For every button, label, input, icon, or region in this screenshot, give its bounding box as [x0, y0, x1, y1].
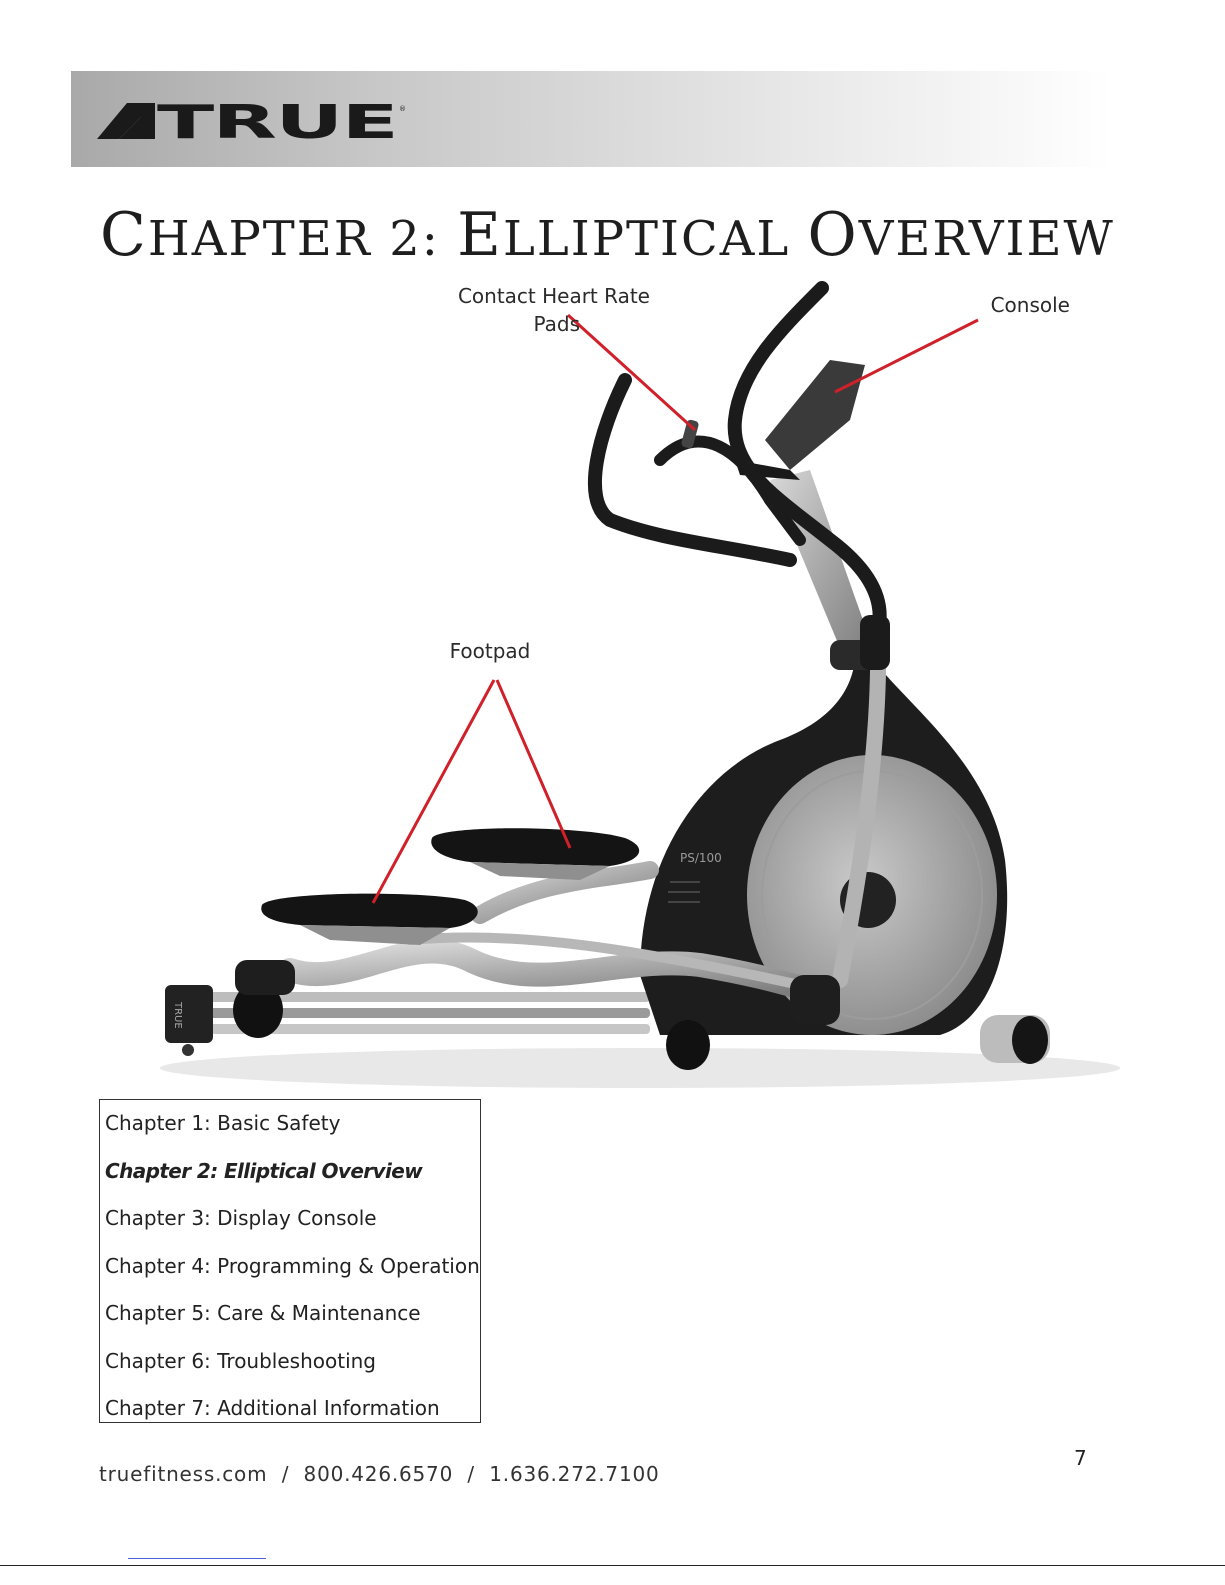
page-number: 7 [1074, 1446, 1087, 1470]
toc-item-chapter-3[interactable]: Chapter 3: Display Console [105, 1206, 377, 1230]
toc-item-chapter-2[interactable]: Chapter 2: Elliptical Overview [105, 1158, 423, 1183]
callout-lines [371, 313, 979, 904]
toc-item-chapter-6[interactable]: Chapter 6: Troubleshooting [105, 1348, 377, 1373]
footpad-front [261, 893, 478, 945]
footer-divider [0, 1565, 1225, 1566]
callout-line-heart-rate [566, 313, 697, 432]
callout-line-footpad-rear [495, 679, 572, 849]
page-title: CHAPTER 2: ELLIPTICAL OVERVIEW [100, 200, 1115, 270]
base-label: TRUE [172, 1001, 183, 1029]
callout-console: Console [990, 293, 1070, 317]
callout-line-footpad-front [371, 679, 496, 904]
callout-footpad: Footpad [449, 639, 531, 663]
callout-line-console [834, 318, 979, 394]
moving-arm-right [727, 281, 887, 637]
front-stabilizer [165, 985, 213, 1043]
pedal-arm-rear [471, 861, 659, 924]
svg-text:®: ® [399, 105, 406, 113]
console [765, 360, 865, 470]
chapter-navigation: Chapter 1: Basic Safety Chapter 2: Ellip… [99, 1099, 481, 1423]
true-logo: TRUE ® [97, 101, 406, 141]
model-label: PS/100 [680, 851, 722, 865]
toc-item-chapter-5[interactable]: Chapter 5: Care & Maintenance [105, 1301, 421, 1325]
true-mountain-logo-icon [97, 103, 155, 139]
base-rails [180, 992, 650, 1034]
toc-item-chapter-1[interactable]: Chapter 1: Basic Safety [105, 1111, 341, 1135]
callout-heart-rate-pads: Contact Heart Rate Pads [457, 284, 650, 336]
footer-contact: truefitness.com / 800.426.6570 / 1.636.2… [99, 1462, 660, 1486]
footpad-rear [431, 828, 640, 880]
elliptical-machine-illustration: TRUE PS/100 [160, 281, 1120, 1088]
toc-item-chapter-7[interactable]: Chapter 7: Additional Information [105, 1396, 440, 1420]
toc-item-chapter-4[interactable]: Chapter 4: Programming & Operation [105, 1253, 480, 1278]
header-bar: TRUE ® [71, 71, 1111, 167]
footer-link-underline [128, 1558, 266, 1559]
brand-wordmark: TRUE [157, 101, 397, 141]
moving-arm-left [588, 373, 797, 567]
